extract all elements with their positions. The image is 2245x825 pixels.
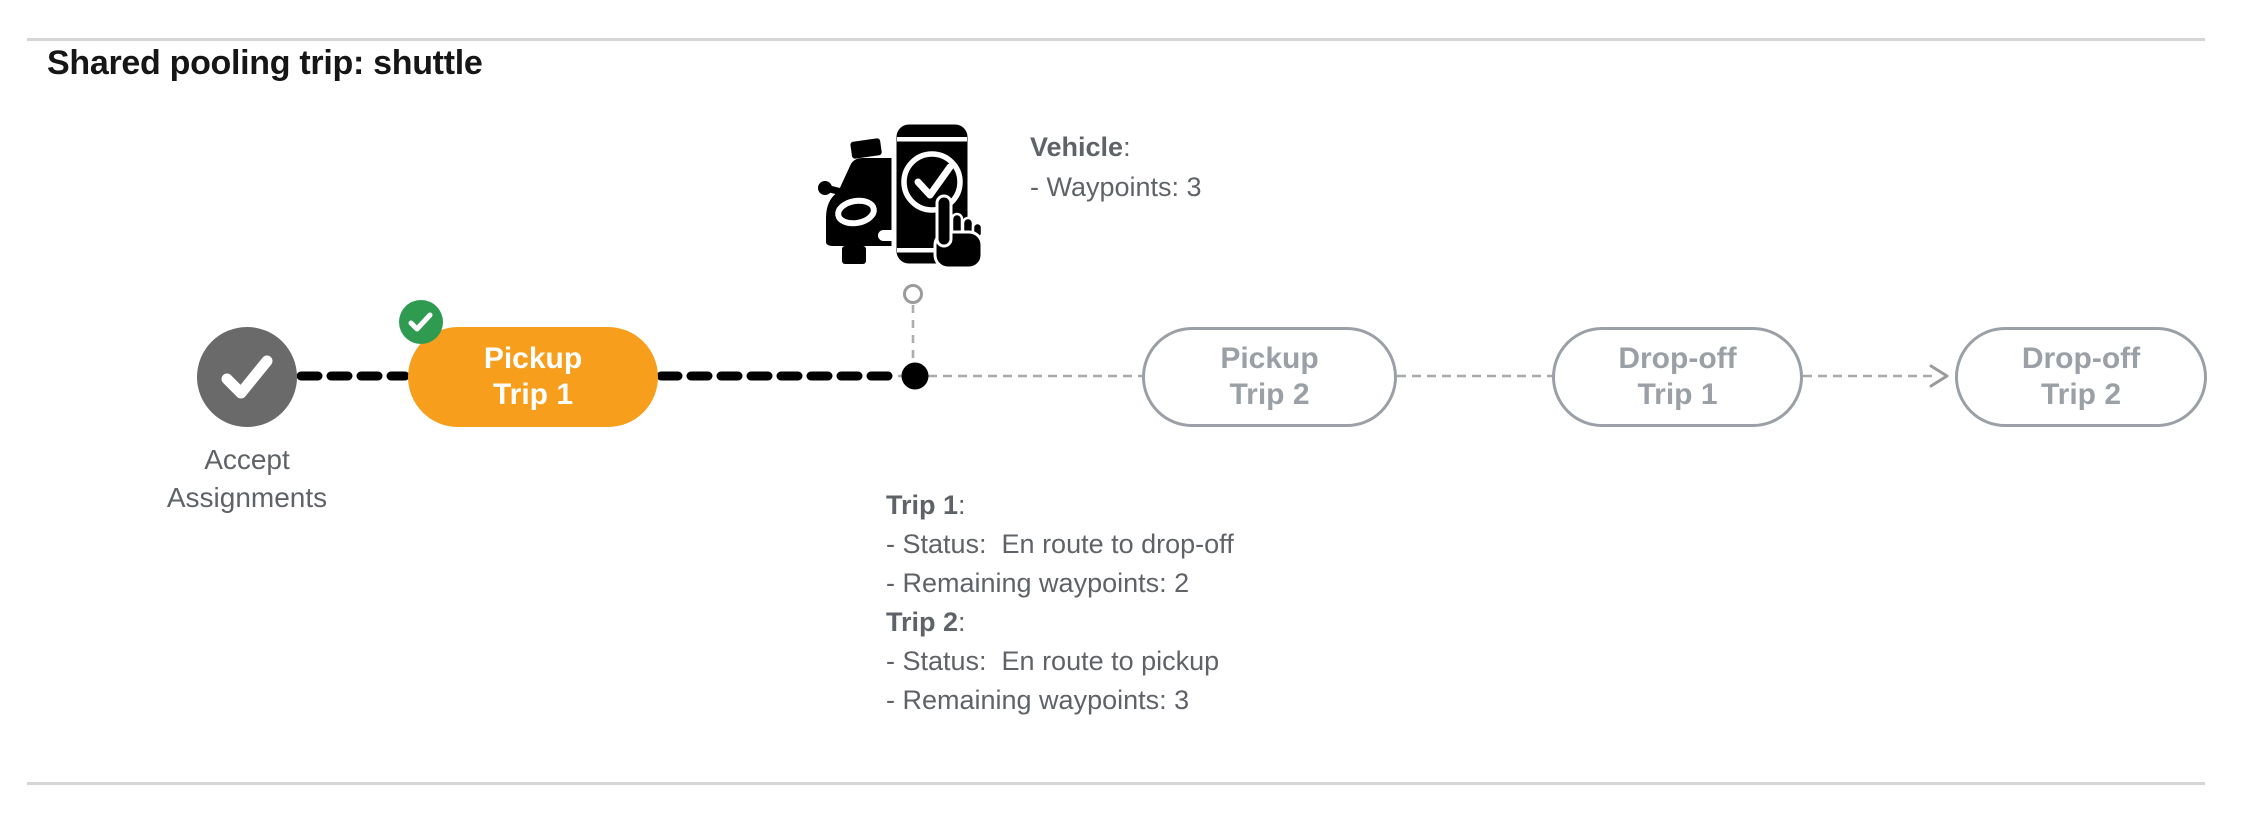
node-accept-assignments — [197, 327, 297, 427]
pill-line2: Trip 2 — [1229, 378, 1310, 411]
pill-line1: Drop-off — [1618, 342, 1737, 375]
pill-line1: Pickup — [483, 342, 583, 375]
accept-label-line1: Accept — [204, 444, 290, 475]
vehicle-info: Vehicle: - Waypoints: 3 — [1030, 127, 1202, 207]
vehicle-position-dot — [901, 362, 929, 390]
vehicle-heading: Vehicle — [1030, 132, 1124, 162]
vehicle-waypoints: - Waypoints: 3 — [1030, 172, 1202, 202]
completed-badge — [399, 300, 443, 344]
check-badge-icon — [408, 312, 433, 332]
top-divider — [27, 38, 2205, 41]
node-pickup-trip-1: Pickup Trip 1 — [408, 327, 658, 427]
trip2-waypoints: - Remaining waypoints: 3 — [886, 685, 1190, 715]
node-dropoff-trip-1: Drop-off Trip 1 — [1552, 327, 1803, 427]
pill-line1: Drop-off — [2021, 342, 2141, 375]
pill-line2: Trip 2 — [2040, 378, 2122, 411]
arrowhead-icon — [1929, 364, 1949, 388]
bottom-divider — [27, 782, 2205, 785]
check-icon — [221, 355, 273, 399]
accept-assignments-label: Accept Assignments — [97, 441, 397, 517]
trip1-status: - Status: En route to drop-off — [886, 529, 1234, 559]
trip2-status: - Status: En route to pickup — [886, 646, 1220, 676]
vehicle-info-heading: Vehicle: — [1030, 132, 1131, 162]
node-dropoff-trip-2: Drop-off Trip 2 — [1955, 327, 2207, 427]
car-silhouette — [818, 138, 900, 264]
pointing-hand — [933, 194, 983, 270]
trip-status-block: Trip 1: - Status: En route to drop-off -… — [886, 486, 1234, 720]
vehicle-phone-check-icon — [818, 120, 983, 270]
page-title: Shared pooling trip: shuttle — [47, 44, 483, 82]
node-pickup-trip-2: Pickup Trip 2 — [1142, 327, 1397, 427]
pill-line2: Trip 1 — [1637, 378, 1718, 411]
pill-line1: Pickup — [1220, 342, 1319, 375]
trip2-heading: Trip 2: — [886, 607, 966, 637]
pill-line2: Trip 1 — [492, 378, 574, 411]
trip1-waypoints: - Remaining waypoints: 2 — [886, 568, 1190, 598]
trip1-heading: Trip 1: — [886, 490, 966, 520]
accept-label-line2: Assignments — [166, 482, 328, 513]
leader-ring-icon — [903, 284, 923, 304]
